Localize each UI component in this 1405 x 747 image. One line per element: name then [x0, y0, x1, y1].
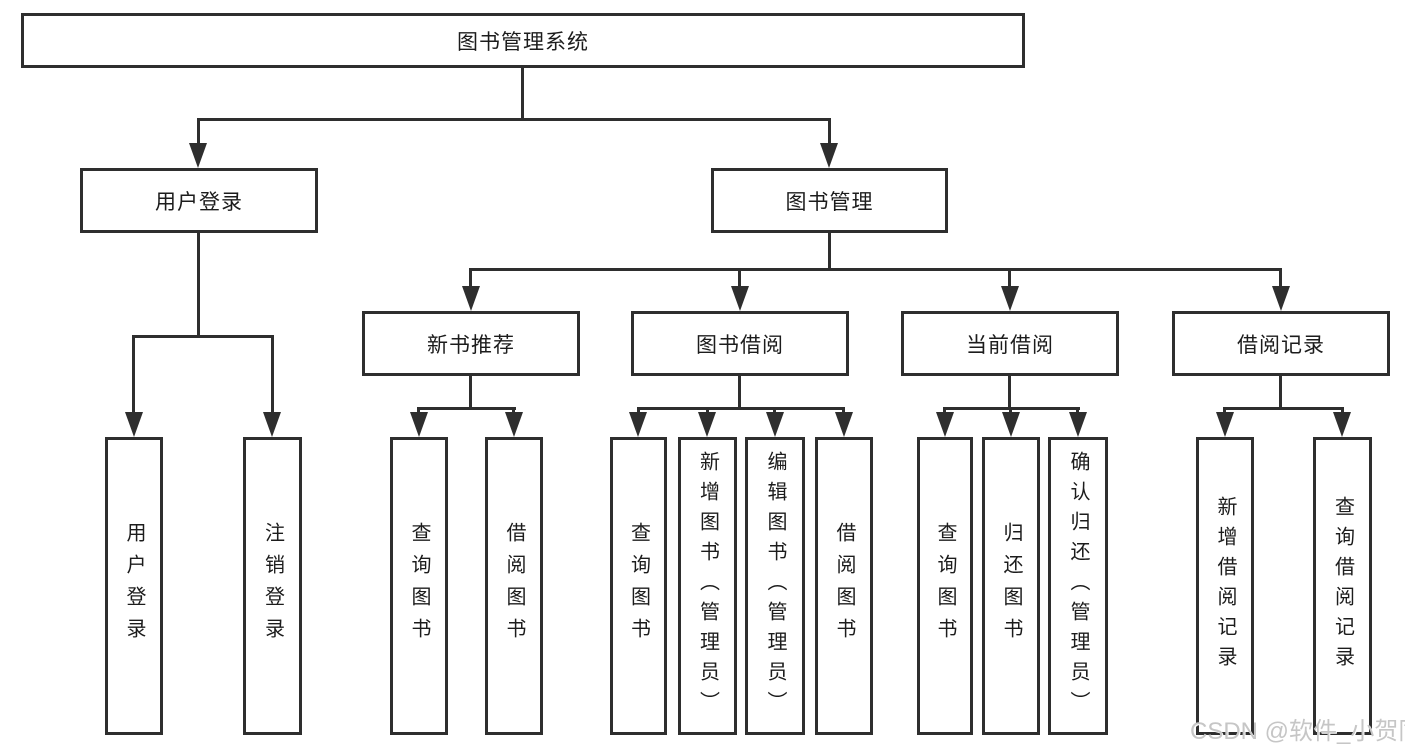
leaf-label: 归还图书: [1000, 522, 1022, 650]
arrowhead-down-icon: [505, 412, 523, 437]
connector-new-book-stem: [469, 376, 472, 410]
connector-leaf-drop: [1009, 407, 1012, 416]
leaf-confirm-return-admin: 确认归还（管理员）: [1048, 437, 1108, 735]
arrowhead-down-icon: [410, 412, 428, 437]
connector-current-borrow-stem: [1008, 376, 1011, 410]
leaf-label: 新增借阅记录: [1214, 496, 1236, 676]
leaf-query-borrow-record: 查询借阅记录: [1313, 437, 1372, 735]
connector-leaf-drop: [512, 407, 515, 416]
arrowhead-down-icon: [820, 143, 838, 168]
connector-leaf-drop: [1279, 268, 1282, 287]
connector-leaf-drop: [943, 407, 946, 416]
connector-leaf-drop: [842, 407, 845, 416]
connector-leaf-drop: [738, 268, 741, 287]
arrowhead-down-icon: [698, 412, 716, 437]
leaf-return-books: 归还图书: [982, 437, 1040, 735]
connector-leaf-drop: [132, 335, 135, 414]
leaf-logout: 注销登录: [243, 437, 302, 735]
arrowhead-down-icon: [189, 143, 207, 168]
node-current-borrowing: 当前借阅: [901, 311, 1119, 376]
arrowhead-down-icon: [1216, 412, 1234, 437]
watermark-text: CSDN @软件_小贺同学: [1190, 718, 1405, 745]
connector-borrow-records-horizontal: [1223, 407, 1344, 410]
arrowhead-down-icon: [1002, 412, 1020, 437]
leaf-borrow-books-recommend: 借阅图书: [485, 437, 543, 735]
connector-user-login-horizontal: [132, 335, 274, 338]
connector-book-management-stem: [828, 233, 831, 270]
arrowhead-down-icon: [263, 412, 281, 437]
connector-level3-horizontal: [469, 268, 1282, 271]
arrowhead-down-icon: [125, 412, 143, 437]
connector-user-login-stem: [197, 233, 200, 337]
connector-level2-horizontal: [197, 118, 831, 121]
leaf-query-books-recommend: 查询图书: [390, 437, 448, 735]
leaf-query-books-current: 查询图书: [917, 437, 973, 735]
leaf-label: 查询图书: [408, 522, 430, 650]
leaf-user-login: 用户登录: [105, 437, 163, 735]
connector-borrow-records-stem: [1279, 376, 1282, 410]
leaf-label: 用户登录: [123, 522, 145, 650]
arrowhead-down-icon: [835, 412, 853, 437]
node-book-borrowing: 图书借阅: [631, 311, 849, 376]
arrowhead-down-icon: [1001, 286, 1019, 311]
arrowhead-down-icon: [766, 412, 784, 437]
arrowhead-down-icon: [1333, 412, 1351, 437]
connector-book-borrow-stem: [738, 376, 741, 410]
connector-leaf-drop: [271, 335, 274, 414]
leaf-label: 编辑图书（管理员）: [764, 451, 786, 721]
leaf-edit-book-admin: 编辑图书（管理员）: [745, 437, 805, 735]
arrowhead-down-icon: [731, 286, 749, 311]
node-library-management-system: 图书管理系统: [21, 13, 1025, 68]
leaf-add-borrow-record: 新增借阅记录: [1196, 437, 1254, 735]
leaf-label: 借阅图书: [503, 522, 525, 650]
leaf-query-books-borrow: 查询图书: [610, 437, 667, 735]
connector-book-borrow-horizontal: [637, 407, 845, 410]
node-new-book-recommend: 新书推荐: [362, 311, 580, 376]
connector-root-stem: [521, 68, 524, 120]
connector-leaf-drop: [1223, 407, 1226, 416]
arrowhead-down-icon: [1272, 286, 1290, 311]
leaf-label: 借阅图书: [833, 522, 855, 650]
leaf-label: 新增图书（管理员）: [696, 451, 719, 721]
connector-new-book-horizontal: [417, 407, 516, 410]
connector-user-login-drop: [197, 118, 200, 144]
connector-leaf-drop: [417, 407, 420, 416]
connector-leaf-drop: [1008, 268, 1011, 287]
connector-book-management-drop: [828, 118, 831, 144]
connector-leaf-drop: [773, 407, 776, 416]
connector-leaf-drop: [1076, 407, 1079, 416]
node-book-management: 图书管理: [711, 168, 948, 233]
leaf-add-book-admin: 新增图书（管理员）: [678, 437, 737, 735]
node-borrowing-records: 借阅记录: [1172, 311, 1390, 376]
leaf-label: 查询图书: [934, 522, 956, 650]
connector-leaf-drop: [469, 268, 472, 287]
arrowhead-down-icon: [629, 412, 647, 437]
arrowhead-down-icon: [1069, 412, 1087, 437]
arrowhead-down-icon: [462, 286, 480, 311]
connector-leaf-drop: [1341, 407, 1344, 416]
connector-leaf-drop: [637, 407, 640, 416]
leaf-label: 查询借阅记录: [1331, 496, 1354, 676]
leaf-label: 注销登录: [261, 522, 284, 650]
leaf-label: 查询图书: [627, 522, 650, 650]
node-user-login: 用户登录: [80, 168, 318, 233]
arrowhead-down-icon: [936, 412, 954, 437]
connector-leaf-drop: [706, 407, 709, 416]
leaf-borrow-books-borrow: 借阅图书: [815, 437, 873, 735]
leaf-label: 确认归还（管理员）: [1067, 451, 1089, 721]
